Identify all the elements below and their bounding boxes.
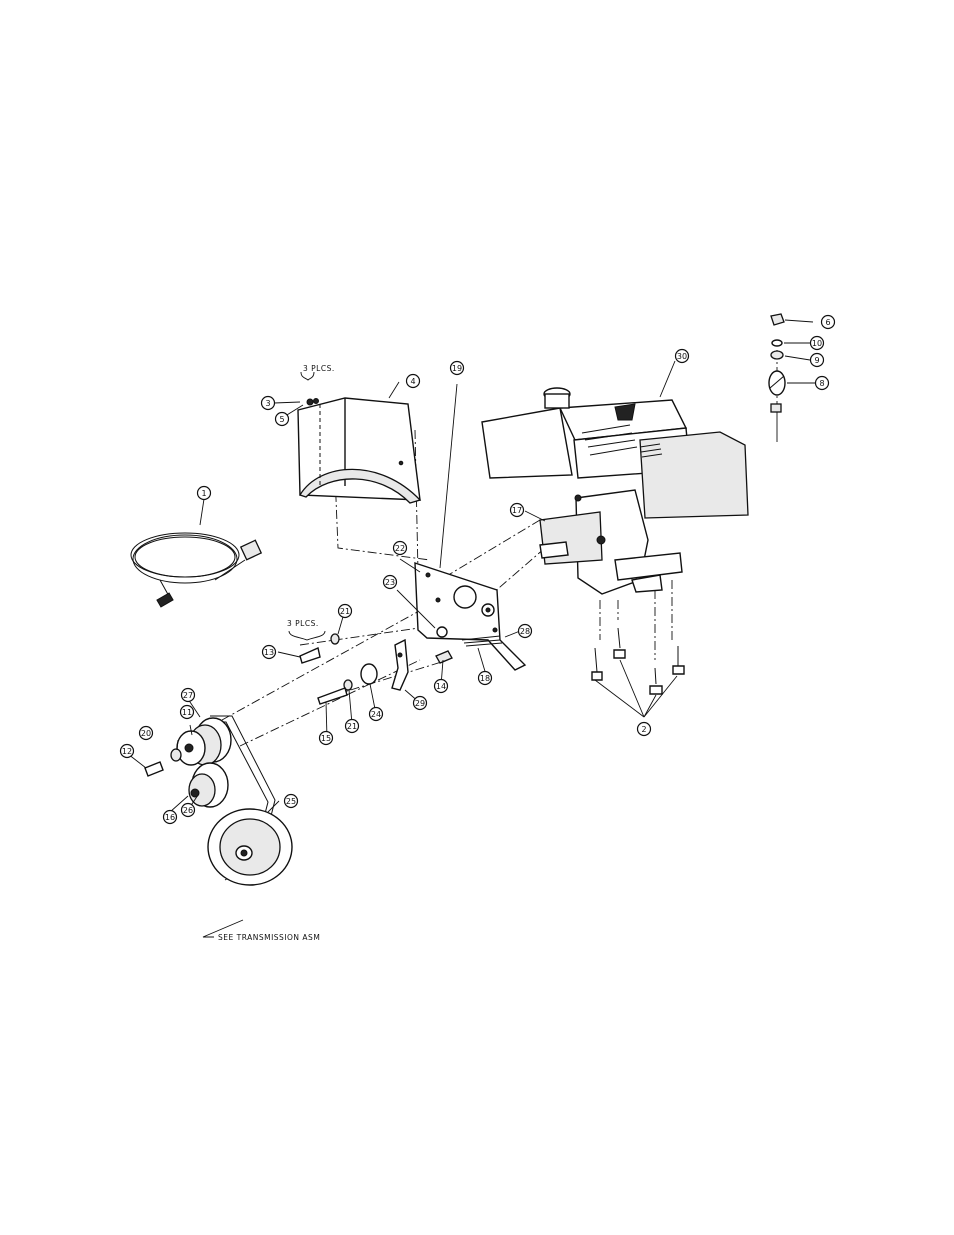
- callout-number: 26: [183, 806, 193, 815]
- callout-number: 12: [122, 747, 132, 756]
- callout-24: 24: [370, 708, 383, 721]
- belt-guard: [298, 398, 420, 503]
- callout-number: 15: [321, 734, 331, 743]
- callout-22: 22: [394, 542, 407, 555]
- callout-number: 20: [141, 729, 151, 738]
- callout-12: 12: [121, 745, 134, 758]
- callout-1: 1: [198, 487, 211, 500]
- note-see-transmission: SEE TRANSMISSION ASM: [218, 933, 320, 942]
- callout-number: 13: [264, 648, 274, 657]
- callout-number: 3: [265, 399, 270, 408]
- callout-number: 5: [279, 415, 284, 424]
- callout-number: 9: [814, 356, 819, 365]
- callout-number: 4: [410, 377, 415, 386]
- callout-10: 10: [811, 337, 824, 350]
- callout-27: 27: [182, 689, 195, 702]
- callout-number: 27: [183, 691, 193, 700]
- callout-15: 15: [320, 732, 333, 745]
- callout-2: 2: [638, 723, 651, 736]
- callout-number: 8: [819, 379, 824, 388]
- idler-parts: [300, 634, 502, 704]
- note-three-places-guard: 3 PLCS.: [303, 364, 335, 373]
- callout-number: 30: [677, 352, 687, 361]
- callout-number: 23: [385, 578, 395, 587]
- callout-21: 21: [339, 605, 352, 618]
- callout-number: 25: [286, 797, 296, 806]
- callout-20: 20: [140, 727, 153, 740]
- callout-number: 18: [480, 674, 490, 683]
- callout-4: 4: [407, 375, 420, 388]
- extension-cord: [131, 533, 261, 607]
- callout-number: 14: [436, 682, 446, 691]
- callout-number: 6: [825, 318, 830, 327]
- callout-9: 9: [811, 354, 824, 367]
- callout-30: 30: [676, 350, 689, 363]
- callout-11: 11: [181, 706, 194, 719]
- callout-21: 21: [346, 720, 359, 733]
- callout-25: 25: [285, 795, 298, 808]
- callout-23: 23: [384, 576, 397, 589]
- pulleys-and-belt: [145, 716, 292, 885]
- callout-number: 17: [512, 506, 522, 515]
- callout-3: 3: [262, 397, 275, 410]
- engine: [482, 388, 748, 594]
- callout-number: 16: [165, 813, 175, 822]
- callout-6: 6: [822, 316, 835, 329]
- callout-number: 21: [340, 607, 350, 616]
- callout-number: 24: [371, 710, 381, 719]
- callout-19: 19: [451, 362, 464, 375]
- callout-29: 29: [414, 697, 427, 710]
- callout-number: 2: [641, 725, 646, 734]
- callout-14: 14: [435, 680, 448, 693]
- callout-number: 1: [201, 489, 206, 498]
- note-three-places-bolts: 3 PLCS.: [287, 619, 319, 628]
- callout-28: 28: [519, 625, 532, 638]
- callout-number: 10: [812, 339, 822, 348]
- callout-number: 11: [182, 708, 192, 717]
- callout-number: 29: [415, 699, 425, 708]
- callout-8: 8: [816, 377, 829, 390]
- callout-13: 13: [263, 646, 276, 659]
- callout-17: 17: [511, 504, 524, 517]
- callout-5: 5: [276, 413, 289, 426]
- callout-number: 19: [452, 364, 462, 373]
- callout-number: 22: [395, 544, 405, 553]
- callout-16: 16: [164, 811, 177, 824]
- callout-number: 28: [520, 627, 530, 636]
- callout-18: 18: [479, 672, 492, 685]
- callout-26: 26: [182, 804, 195, 817]
- callout-number: 21: [347, 722, 357, 731]
